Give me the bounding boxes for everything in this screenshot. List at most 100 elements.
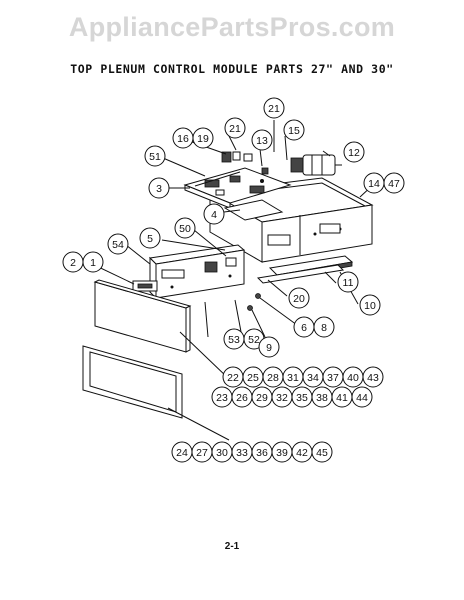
callout-label: 22 (227, 372, 239, 384)
callout-label: 14 (368, 178, 380, 190)
callout-25: 25 (242, 366, 264, 388)
switch-components (221, 151, 269, 175)
callout-37: 37 (322, 366, 344, 388)
callout-label: 19 (197, 133, 209, 145)
callout-label: 13 (256, 135, 268, 147)
front-rail (256, 255, 354, 284)
callout-label: 10 (364, 300, 376, 312)
callout-2: 2 (62, 251, 84, 273)
callout-label: 12 (348, 147, 360, 159)
display-window (132, 280, 158, 292)
callout-30: 30 (211, 441, 233, 463)
callout-15: 15 (283, 119, 305, 141)
callout-circle (362, 366, 384, 388)
callout-10: 10 (359, 294, 381, 316)
callout-circle (224, 117, 246, 139)
callout-label: 44 (356, 392, 368, 404)
callout-circle (288, 287, 310, 309)
board-bracket (223, 199, 284, 221)
callout-label: 20 (293, 293, 305, 305)
callout-label: 3 (156, 183, 162, 195)
callout-label: 31 (287, 372, 299, 384)
callout-label: 23 (216, 392, 228, 404)
callout-label: 43 (367, 372, 379, 384)
callout-label: 8 (321, 322, 327, 334)
callout-label: 2 (70, 257, 76, 269)
callout-label: 52 (248, 334, 260, 346)
callout-42: 42 (291, 441, 313, 463)
callout-53: 53 (223, 328, 245, 350)
callout-35: 35 (291, 386, 313, 408)
callout-circle (383, 172, 405, 194)
callout-40: 40 (342, 366, 364, 388)
callout-4: 4 (203, 203, 225, 225)
callout-circle (313, 316, 335, 338)
callout-47: 47 (383, 172, 405, 194)
callout-54: 54 (107, 233, 129, 255)
callout-21: 21 (224, 117, 246, 139)
callout-label: 9 (266, 342, 272, 354)
callout-circle (337, 271, 359, 293)
callout-label: 50 (179, 223, 191, 235)
callout-label: 36 (256, 447, 268, 459)
callout-label: 16 (177, 133, 189, 145)
callout-label: 6 (301, 322, 307, 334)
callout-label: 51 (149, 151, 161, 163)
callout-circle (311, 441, 333, 463)
callout-label: 25 (247, 372, 259, 384)
callout-51: 51 (144, 145, 166, 167)
callout-label: 28 (267, 372, 279, 384)
callout-8: 8 (313, 316, 335, 338)
callout-circle (148, 177, 170, 199)
page-number: 2-1 (224, 541, 240, 552)
callout-circle (82, 251, 104, 273)
trim-bezel (82, 345, 183, 419)
callout-label: 38 (316, 392, 328, 404)
screw (255, 293, 261, 299)
callout-label: 35 (296, 392, 308, 404)
callout-1: 1 (82, 251, 104, 273)
callout-label: 54 (112, 239, 124, 251)
callout-label: 4 (211, 209, 217, 221)
callout-31: 31 (282, 366, 304, 388)
callout-circle (144, 145, 166, 167)
callout-41: 41 (331, 386, 353, 408)
callout-label: 30 (216, 447, 228, 459)
callout-circle (251, 129, 273, 151)
callout-label: 42 (296, 447, 308, 459)
callout-circle (107, 233, 129, 255)
callout-label: 32 (276, 392, 288, 404)
control-bracket (148, 244, 246, 300)
callout-label: 29 (256, 392, 268, 404)
callout-3: 3 (148, 177, 170, 199)
callout-33: 33 (231, 441, 253, 463)
callout-26: 26 (231, 386, 253, 408)
callout-50: 50 (174, 217, 196, 239)
callout-label: 27 (196, 447, 208, 459)
callout-38: 38 (311, 386, 333, 408)
callout-label: 53 (228, 334, 240, 346)
callout-23: 23 (211, 386, 233, 408)
watermark: AppliancePartsPros.com (68, 12, 396, 42)
callout-label: 41 (336, 392, 348, 404)
control-board (183, 167, 292, 209)
callout-29: 29 (251, 386, 273, 408)
callout-circle (192, 127, 214, 149)
callout-label: 34 (307, 372, 319, 384)
callout-44: 44 (351, 386, 373, 408)
callout-label: 40 (347, 372, 359, 384)
callout-27: 27 (191, 441, 213, 463)
callout-5: 5 (139, 227, 161, 249)
diagram-title: TOP PLENUM CONTROL MODULE PARTS 27" AND … (70, 62, 394, 76)
callout-21: 21 (263, 97, 285, 119)
callout-16: 16 (172, 127, 194, 149)
callout-circle (283, 119, 305, 141)
callout-label: 15 (288, 125, 300, 137)
screw (247, 305, 253, 311)
callout-circle (359, 294, 381, 316)
callout-label: 1 (90, 257, 96, 269)
callout-6: 6 (293, 316, 315, 338)
callout-circle (139, 227, 161, 249)
